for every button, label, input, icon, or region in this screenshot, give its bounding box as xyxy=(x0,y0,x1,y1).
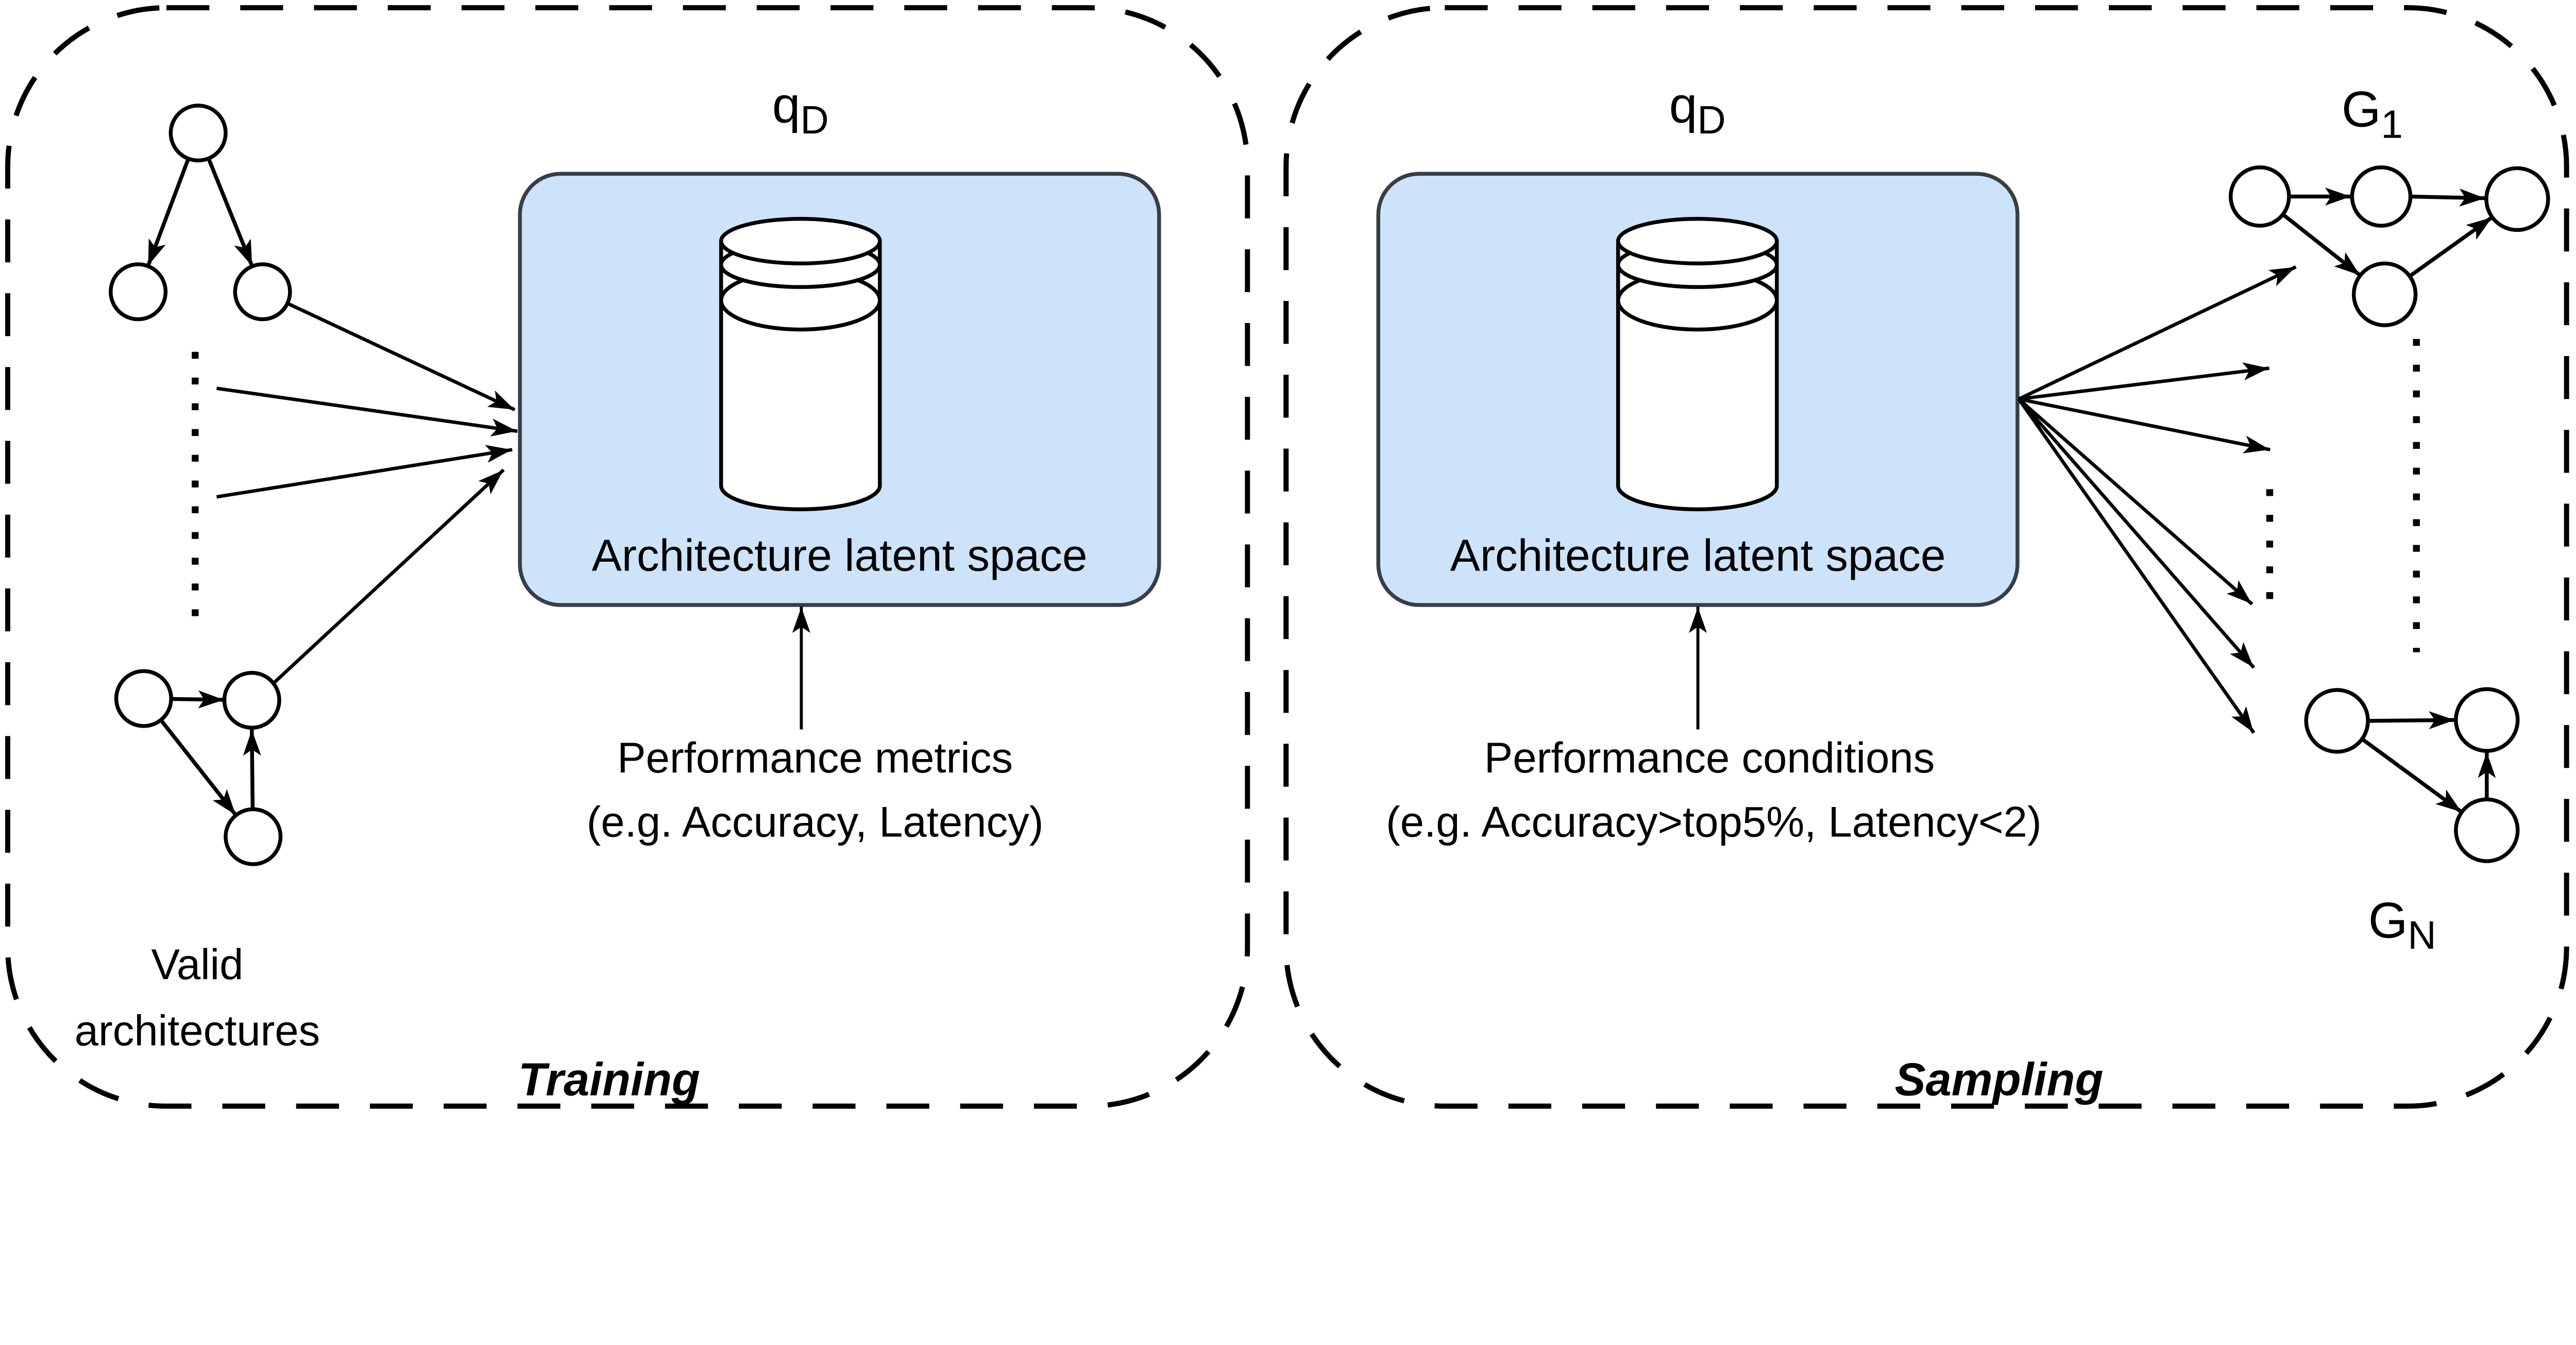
graph-edge xyxy=(2408,215,2494,278)
graph-node xyxy=(114,669,173,728)
conditions-label-line2: (e.g. Accuracy>top5%, Latency<2) xyxy=(1386,798,2042,846)
graph-edge xyxy=(2368,711,2455,730)
graph-node xyxy=(2228,165,2291,228)
sample-arrows xyxy=(2017,265,2297,734)
encode-arrows xyxy=(216,301,518,684)
graph-edge xyxy=(243,729,261,810)
graph-node xyxy=(2484,166,2550,232)
architecture-graph-triangle xyxy=(114,669,283,866)
metrics-label-line1: Performance metrics xyxy=(617,734,1013,782)
database-icon xyxy=(1616,216,1779,512)
sample-arrow xyxy=(2018,397,2270,453)
graph-edge xyxy=(171,690,225,709)
graph-edge xyxy=(207,157,255,267)
sampling-panel: qD Architecture latent space Performance… xyxy=(1283,5,2569,1109)
sample-arrow xyxy=(2017,398,2256,734)
graph-node xyxy=(2350,165,2413,228)
valid-architectures-label-line2: architectures xyxy=(75,1006,320,1054)
sampling-panel-border xyxy=(1283,5,2569,1109)
graph-node xyxy=(2454,797,2520,863)
database-icon xyxy=(719,216,882,512)
qd-subscript: D xyxy=(1697,98,1725,142)
graph-edge xyxy=(2281,213,2362,277)
architecture-latent-space-diagram: qD Architecture latent space xyxy=(5,5,2569,1109)
graph-node xyxy=(2454,687,2520,753)
graph-edge xyxy=(159,718,238,817)
sample-arrow xyxy=(2018,265,2297,401)
training-caption: Training xyxy=(518,1054,700,1106)
gn-main: G xyxy=(2368,892,2408,948)
graph-edge xyxy=(2361,737,2463,814)
graph-edge xyxy=(146,158,191,267)
diagram-canvas: qD Architecture latent space xyxy=(5,5,2569,1109)
g1-main: G xyxy=(2342,81,2381,138)
graph-node xyxy=(233,262,292,322)
gn-subscript: N xyxy=(2408,914,2436,957)
graph-node xyxy=(2304,688,2370,754)
sampled-graph-gn xyxy=(2304,687,2520,863)
qd-main: q xyxy=(1669,76,1698,133)
qd-label: qD xyxy=(772,76,829,142)
metrics-label-line2: (e.g. Accuracy, Latency) xyxy=(587,798,1044,846)
qd-main: q xyxy=(772,76,801,133)
encode-arrow xyxy=(273,468,505,684)
encode-arrow xyxy=(216,386,518,436)
latent-space-label: Architecture latent space xyxy=(591,530,1087,580)
g1-label: G1 xyxy=(2342,81,2403,147)
sample-arrow xyxy=(2018,397,2253,606)
sampling-caption: Sampling xyxy=(1895,1054,2104,1106)
latent-space-label: Architecture latent space xyxy=(1450,530,1946,580)
graph-node xyxy=(222,670,281,730)
architecture-graph-tree xyxy=(109,104,292,322)
graph-node xyxy=(2351,261,2418,327)
encode-arrow xyxy=(286,301,516,412)
training-panel-border xyxy=(5,5,1250,1109)
database-disc xyxy=(719,216,882,265)
encode-arrow xyxy=(216,445,513,499)
graph-edge xyxy=(2410,189,2486,207)
graph-node xyxy=(224,807,283,866)
sampled-graph-g1 xyxy=(2228,165,2550,327)
conditions-label-line1: Performance conditions xyxy=(1484,734,1935,782)
g1-subscript: 1 xyxy=(2381,103,2403,146)
database-disc xyxy=(1616,216,1779,265)
valid-architectures-label-line1: Valid xyxy=(151,940,244,988)
qd-label: qD xyxy=(1669,76,1726,142)
graph-node xyxy=(168,104,228,163)
qd-subscript: D xyxy=(800,98,828,142)
sample-arrow xyxy=(2018,362,2270,401)
gn-label: GN xyxy=(2368,892,2436,957)
training-panel: qD Architecture latent space xyxy=(5,5,1250,1109)
sample-arrow xyxy=(2017,398,2256,669)
graph-node xyxy=(109,262,168,322)
